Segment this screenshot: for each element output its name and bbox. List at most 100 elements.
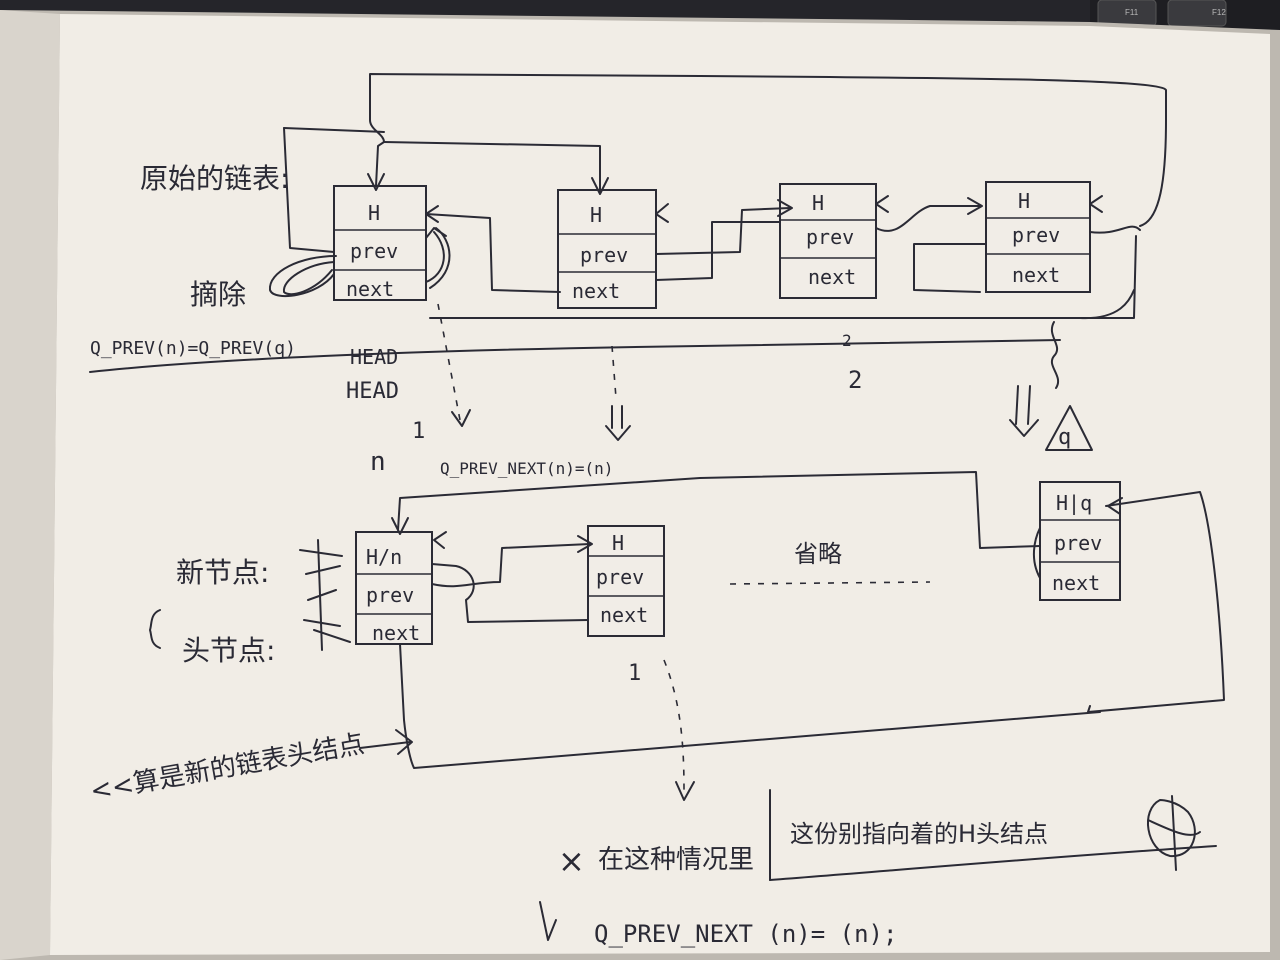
bottom-node-2-dash [663,659,685,791]
top-link-3-4-fwd [875,205,981,232]
top-link-3-2-arrow [655,203,669,223]
bottom-link-1-2-fwd [431,543,591,588]
dash-from-node-2 [611,345,617,399]
bottom-node-3-box [1039,481,1121,601]
dash-from-node-1 [437,303,461,421]
removal-loop-left-2 [282,261,335,296]
top-node-3-prev: prev [806,225,854,249]
label-prev-assign: Q_PREV(n)=Q_PREV(q) [90,338,296,359]
notebook-page [50,14,1270,955]
top-link-4-3-arrow [875,195,889,213]
dash-from-node-1-head [451,409,471,427]
keyboard-corner: F11 F12 [1090,0,1280,30]
bottom-right-arrow [1107,497,1123,515]
top-node-2-head: H [590,203,602,227]
top-left-bracket-top [283,127,385,133]
label-mark-2a: 2 [842,331,852,350]
scribble-circle [1146,795,1201,871]
top-link-4-3-back [913,243,987,293]
bottom-node-2-box [587,525,665,637]
bottom-node-3: H|q prev next [1039,481,1121,601]
top-node-3-box [779,183,877,299]
label-prev-next-assign-1: Q_PREV_NEXT(n)=(n) [440,459,613,478]
labels: 原始的链表: 摘除 Q_PREV(n)=Q_PREV(q) HEAD HEAD … [88,162,1071,948]
top-link-1-2-back [425,213,561,293]
bottom-top-rail-arrowhead [391,517,409,535]
key-f11-label: F11 [1125,8,1139,17]
top-link-2-3-fwd [655,207,791,255]
top-node-4-head: H [1018,189,1030,213]
top-node-1-prev: prev [350,239,398,263]
bottom-node-2-next: next [600,603,648,627]
q-down-arrow-head [1009,419,1039,437]
notebook-spine [0,10,60,960]
bottom-node-2-dash-head [675,781,695,801]
bottom-node-2: H prev next [587,525,665,637]
label-head-node: 头节点: [182,634,275,667]
label-remark-bottom-a: 在这种情况里 [598,845,754,875]
top-outer-link-arrowhead [591,177,609,195]
top-link-2-3-arrowhead [777,199,793,217]
label-bottom-code: Q_PREV_NEXT (n)= (n); [594,920,897,948]
q-wavy-line [1051,321,1059,389]
top-node-2-prev: prev [580,243,628,267]
bottom-node-3-next: next [1052,571,1100,595]
label-n: n [370,447,386,477]
remark-arrow [359,741,411,749]
top-node-4: H prev next [985,181,1091,293]
top-node-1-head: H [368,201,380,225]
remark-arrowhead [395,729,413,755]
label-mark-2b: 2 [848,366,862,394]
top-node-3-next: next [808,265,856,289]
cross-marks-left [299,539,351,651]
label-cross-mark: × [558,842,585,880]
top-link-3-4-arrowhead [967,197,983,215]
top-list: H prev next H prev next H prev next H pr… [89,73,1167,451]
bottom-next-drop [399,643,1101,769]
top-link-3-2-back [655,221,781,281]
bottom-node-3-prev: prev [1054,531,1102,555]
bottom-link-1-2-arrowhead [577,535,593,553]
top-node-3-head: H [812,191,824,215]
down-double-arrow [605,405,631,441]
key-f12-label: F12 [1212,8,1226,17]
bottom-list: H/n prev next H prev next H|q prev next [149,471,1225,941]
key-f12 [1167,0,1227,27]
bottom-node-1-box [355,531,433,645]
bottom-node-3-left-tail [1033,527,1041,579]
top-node-2-box [557,189,657,309]
top-node-2: H prev next [557,189,657,309]
label-delete: 摘除 [190,278,246,311]
removal-loop-left [268,255,337,297]
top-under-rail [497,289,1135,320]
bottom-node-2-prev: prev [596,565,644,589]
bottom-node-2-head: H [612,531,624,555]
top-node-4-right-link [1089,225,1141,234]
top-node-1: H prev next [333,185,427,301]
label-head-1: HEAD [350,345,398,369]
bottom-link-2-1-back [431,563,589,623]
label-new-node: 新节点: [176,556,269,589]
label-mark-1b: 1 [628,661,641,686]
top-node-4-box [985,181,1091,293]
q-down-arrow-shaft [1015,385,1031,425]
removal-loop-right [425,231,445,283]
label-q: q [1058,425,1071,450]
top-node-3: H prev next [779,183,877,299]
label-remark-bottom-b: 这份别指向着的H头结点 [790,820,1048,848]
top-node-2-next: next [572,279,620,303]
bottom-right-loop [1087,491,1225,713]
left-brace [149,609,161,649]
removal-arrowhead [425,227,447,239]
bottom-node-1-next: next [372,621,420,645]
bottom-node-1: H/n prev next [355,531,433,645]
bottom-link-2-1-arrow [433,531,447,549]
bottom-node-3-head: H|q [1056,491,1092,515]
top-link-1-2-arrow [425,205,439,223]
bottom-omitted-dots [729,581,931,585]
top-node-1-box [333,185,427,301]
label-omitted: 省略 [794,540,842,568]
top-wraparound-arrowhead [367,173,385,191]
top-node-4-right-arrow [1089,195,1103,213]
